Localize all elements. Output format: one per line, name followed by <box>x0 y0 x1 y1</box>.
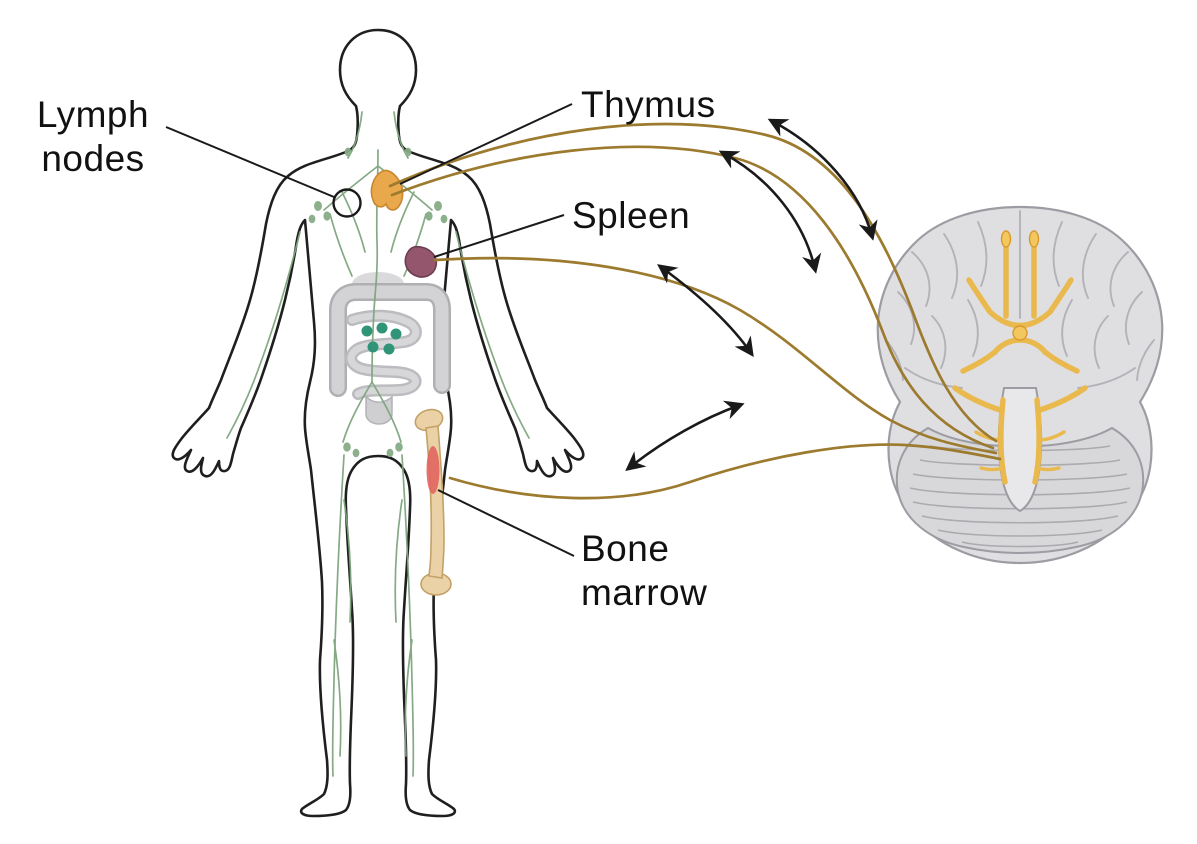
arrow-top-outer <box>767 118 878 241</box>
brain-gyri-lines <box>885 210 1155 389</box>
lymphatic-network <box>226 111 530 777</box>
brain-illustration <box>876 205 1164 565</box>
leader-bone-marrow <box>437 489 575 557</box>
pathway-spleen-brain <box>433 256 998 455</box>
brainstem-shape <box>997 387 1043 513</box>
body-outline <box>171 28 585 818</box>
leader-spleen <box>433 214 565 258</box>
spleen-shape <box>404 245 438 278</box>
pathway-bonemarrow-brain <box>448 443 1002 500</box>
thymus-shape <box>370 169 404 211</box>
arrow-top-inner <box>718 150 822 274</box>
femur-bone-shape <box>414 408 452 596</box>
bone-marrow-highlight <box>426 446 440 494</box>
label-leader-lines <box>165 103 575 557</box>
cranial-nerve-roots <box>974 430 1066 472</box>
label-bone-marrow: Bone marrow <box>581 528 708 614</box>
gut-lymphoid-dots <box>361 322 402 355</box>
label-thymus: Thymus <box>581 84 716 125</box>
lymph-node-circle <box>332 188 362 218</box>
leader-thymus <box>399 103 573 185</box>
olfactory-bulbs <box>1000 230 1040 341</box>
label-spleen: Spleen <box>572 195 691 236</box>
leader-lymph-nodes <box>165 126 335 198</box>
bidirectional-arrows <box>625 118 878 472</box>
arrow-bottom <box>625 400 745 472</box>
intestines-illustration <box>329 272 451 425</box>
label-lymph-nodes: Lymph nodes <box>36 94 150 180</box>
arrow-middle <box>657 264 754 358</box>
